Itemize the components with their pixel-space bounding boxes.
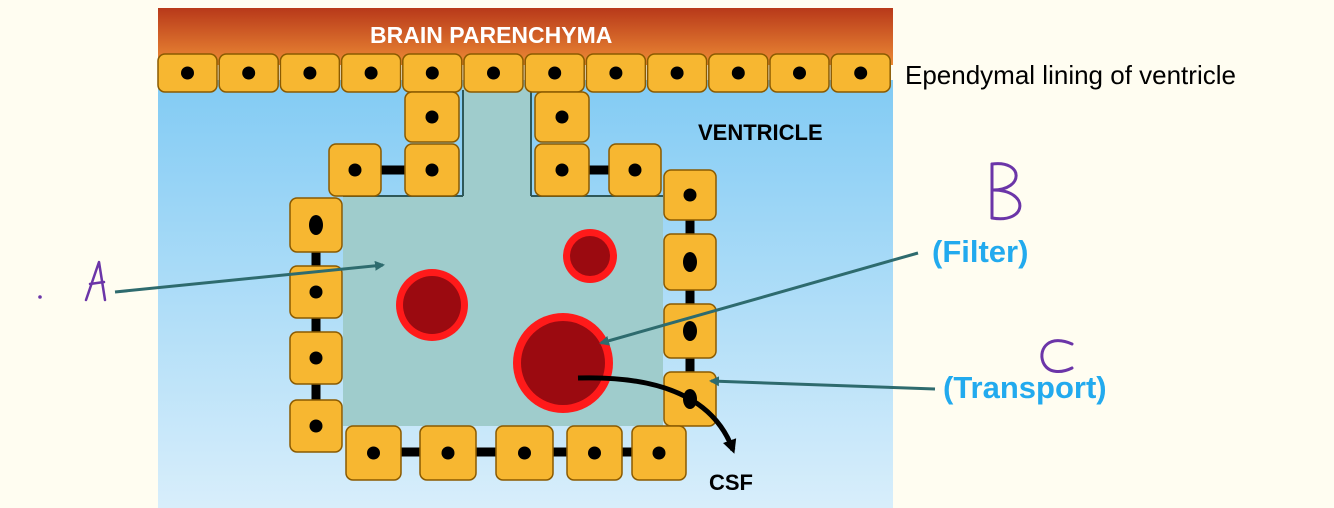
ependymal-lining-label: Ependymal lining of ventricle xyxy=(905,60,1236,90)
nucleus xyxy=(518,446,531,460)
nucleus xyxy=(364,66,378,80)
nucleus xyxy=(555,110,569,124)
epithelial-cell xyxy=(534,143,590,197)
epithelial-cell xyxy=(495,425,554,481)
nucleus xyxy=(793,66,806,80)
nucleus xyxy=(487,66,500,80)
epithelial-cells xyxy=(157,53,891,481)
nucleus xyxy=(683,188,697,202)
epithelial-cell xyxy=(289,331,343,385)
ependymal-cell xyxy=(402,53,463,93)
epithelial-cell xyxy=(663,233,717,291)
pointer-arrow-a xyxy=(114,260,385,294)
pointer-arrow-c xyxy=(709,376,936,391)
ependymal-cell xyxy=(524,53,585,93)
filter-label: (Filter) xyxy=(932,234,1029,269)
ependymal-cell xyxy=(646,53,708,93)
ependymal-cell xyxy=(769,53,830,93)
csf-label: CSF xyxy=(709,470,753,495)
epithelial-cell xyxy=(663,169,717,221)
nucleus xyxy=(548,66,562,80)
epithelial-cell xyxy=(419,425,477,481)
epithelial-cell xyxy=(289,265,343,319)
nucleus xyxy=(609,66,623,80)
tight-junctions xyxy=(311,165,695,457)
handwritten-letter-b xyxy=(990,162,1022,221)
brain-parenchyma-band xyxy=(158,8,893,65)
epithelial-cell xyxy=(663,303,717,359)
ependymal-cell xyxy=(830,53,891,93)
epithelial-cell xyxy=(566,425,623,481)
nucleus xyxy=(425,66,439,80)
nucleus xyxy=(425,163,439,177)
ependymal-cell xyxy=(279,53,341,93)
nucleus xyxy=(348,163,362,177)
epithelial-cell xyxy=(404,91,460,143)
nucleus xyxy=(652,446,666,460)
epithelial-cell xyxy=(631,425,687,481)
epithelial-cell xyxy=(289,197,343,253)
csf-flow-arrow xyxy=(577,375,737,454)
ependymal-cell xyxy=(708,53,769,93)
nucleus xyxy=(441,446,455,460)
pointer-arrow-b xyxy=(599,251,919,346)
nucleus xyxy=(303,66,317,80)
ependymal-cell xyxy=(218,53,279,93)
epithelial-cell xyxy=(534,91,590,143)
epithelial-cell xyxy=(345,425,402,481)
nucleus xyxy=(731,66,745,80)
stroma-core xyxy=(343,86,663,426)
epithelial-cell xyxy=(608,143,662,197)
nucleus xyxy=(854,66,868,80)
epithelial-cell xyxy=(328,143,382,197)
nucleus xyxy=(367,446,380,460)
ependymal-cell xyxy=(157,53,218,93)
ependymal-cell xyxy=(463,53,524,93)
brain-parenchyma-label: BRAIN PARENCHYMA xyxy=(370,22,613,48)
handwritten-letter-a xyxy=(84,260,107,302)
nucleus xyxy=(670,66,684,80)
nucleus xyxy=(309,285,323,299)
epithelial-cell xyxy=(404,143,460,197)
nucleus xyxy=(242,66,256,80)
nucleus xyxy=(555,163,569,177)
nucleus xyxy=(683,252,697,272)
nucleus xyxy=(309,351,323,365)
nucleus xyxy=(425,110,439,124)
handwritten-dot xyxy=(38,295,42,299)
nucleus xyxy=(309,215,323,235)
capillaries xyxy=(396,229,617,413)
nucleus xyxy=(181,66,194,80)
handwritten-letter-c xyxy=(1040,339,1074,373)
ependymal-cell xyxy=(340,53,402,93)
nucleus xyxy=(309,419,323,433)
ependymal-cell xyxy=(585,53,647,93)
nucleus xyxy=(588,446,601,460)
nucleus xyxy=(683,321,697,341)
ventricle-label: VENTRICLE xyxy=(698,120,823,145)
transport-label: (Transport) xyxy=(943,370,1107,405)
nucleus xyxy=(628,163,642,177)
epithelial-cell xyxy=(289,399,343,453)
